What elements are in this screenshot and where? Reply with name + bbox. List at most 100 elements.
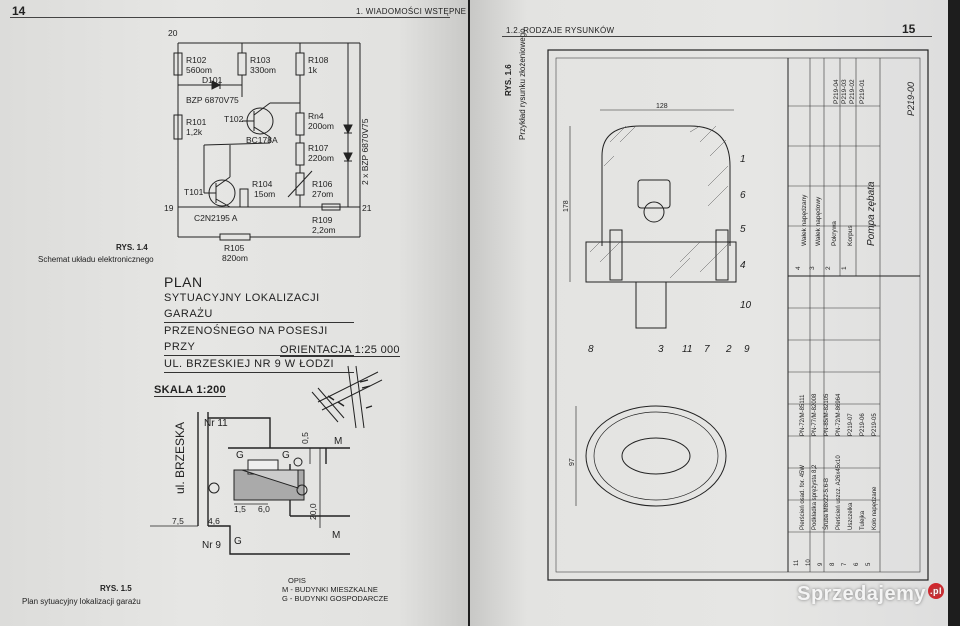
dimension-label: 128 [656,103,668,110]
orientation-label: ORIENTACJA 1:25 000 [280,344,400,357]
component-name: R106 [312,179,333,189]
node-label: 21 [362,203,372,213]
fig16-caption: Przykład rysunku złożeniowego [518,28,527,140]
part-code: PN-85/M-82105 [824,393,830,436]
dimension-label: 97 [569,458,576,466]
drawing-number: P219-00 [906,82,916,116]
callout: 9 [744,344,750,355]
part-no: 10 [806,559,812,566]
part-no: 11 [794,559,800,566]
part-code: PN-72/M-86964 [836,393,842,436]
left-page-number: 14 [12,4,26,18]
part-no: 3 [809,266,816,270]
part-no: 6 [854,562,860,566]
part-name: Śruba M8x22-5.6-B [822,478,830,530]
callout: 5 [740,224,746,235]
component-value: 330om [250,65,276,75]
part-name: Tulejka [860,510,866,530]
component-value: 15om [254,189,275,199]
right-page: 1.2. RODZAJE RYSUNKÓW 15 RYS. 1.6 Przykł… [470,0,948,626]
part-no: 7 [842,562,848,566]
dimension-label: 1,5 [234,504,246,514]
building-label: G [236,450,244,461]
part-code: P219-04 [833,79,840,104]
dimension-label: 7,5 [172,516,184,526]
part-name: Podkładka sprężysta 8,2 [812,464,818,530]
part-name: Wałek napędowy [815,196,822,246]
drawing-title: Pompa zębata [866,181,877,246]
scale-label: SKALA 1:200 [154,384,226,397]
legend-title: OPIS [288,576,306,585]
site-plan: ul. BRZESKA Nr 11 Nr 9 G G G M M 7,5 4,6… [150,412,350,555]
part-code: PN-77/M-82008 [812,393,818,436]
plot-label: Nr 9 [202,540,221,551]
callout: 11 [682,344,692,355]
component-value: C2N2195 A [194,213,238,223]
callout: 3 [658,344,664,355]
building-label: M [334,436,342,447]
plan-legend: OPIS M - BUDYNKI MIESZKALNE G - BUDYNKI … [282,576,388,603]
dimension-label: 4,6 [208,516,220,526]
part-code: PN-72/M-85111 [800,394,806,436]
dimension-label: 6,0 [258,504,270,514]
plot-label: Nr 11 [204,418,228,429]
plan-subtitle-line: PRZENOŚNEGO NA POSESJI PRZY [164,323,354,356]
part-name: Uszczelka [848,502,854,530]
callout: 2 [725,344,732,355]
dimension-label: 178 [563,200,570,212]
part-code: P219-06 [860,413,866,436]
component-value: 820om [222,253,248,263]
component-value: 1,2k [186,127,203,137]
component-value: 1k [308,65,318,75]
legend-item: M - BUDYNKI MIESZKALNE [282,585,378,594]
component-value: 27om [312,189,333,199]
legend-item: G - BUDYNKI GOSPODARCZE [282,594,389,603]
part-no: 9 [818,562,824,566]
dimension-label: 0,5 [300,432,310,444]
left-page: 14 1. WIADOMOŚCI WSTĘPNE [0,0,468,626]
component-name: R105 [224,243,245,253]
part-name: Koło napędzane [872,486,878,530]
header-rule [502,36,932,37]
plan-subtitle: SYTUACYJNY LOKALIZACJI GARAŻU PRZENOŚNEG… [164,290,354,373]
component-name: D101 [202,75,223,85]
watermark-text: Sprzedajemy [797,583,926,605]
component-name: R101 [186,117,207,127]
building-label: G [234,536,242,547]
fig15-number: RYS. 1.5 [100,584,132,593]
part-name: Korpus [847,225,854,246]
component-name: T102 [224,114,244,124]
component-value: 2,2om [312,225,336,235]
callout: 7 [704,344,710,355]
watermark-badge: .pl [928,583,944,599]
part-code: P219-05 [872,413,878,436]
watermark-logo: Sprzedajemy.pl [797,583,944,606]
building-label: G [282,450,290,461]
component-name: R108 [308,55,329,65]
component-value: 220om [308,153,334,163]
part-name: Pokrywa [831,221,838,246]
component-value: 200om [308,121,334,131]
header-rule [10,17,450,18]
node-label: 19 [164,203,174,213]
right-page-number: 15 [902,22,916,36]
fig15-caption: Plan sytuacyjny lokalizacji garażu [22,597,141,606]
component-value: BC178A [246,135,278,145]
callout: 10 [740,300,752,311]
component-name: T101 [184,187,204,197]
part-no: 1 [841,266,848,270]
plan-subtitle-line: UL. BRZESKIEJ NR 9 W ŁODZI [164,356,354,373]
fig14-caption: Schemat układu elektronicznego [38,255,154,264]
part-code: P219-01 [859,79,866,104]
part-no: 4 [795,266,802,270]
circuit-schematic: 20 19 21 R102 560om R103 330om R108 1k D… [164,28,372,263]
part-no: 2 [825,266,832,270]
component-name: R102 [186,55,207,65]
part-no: 5 [866,562,872,566]
component-name: R109 [312,215,333,225]
part-code: P219-03 [841,79,848,104]
node-label: 20 [168,28,178,38]
callout: 6 [740,190,746,201]
component-value: BZP 6870V75 [186,95,239,105]
plan-subtitle-line: SYTUACYJNY LOKALIZACJI GARAŻU [164,290,354,323]
